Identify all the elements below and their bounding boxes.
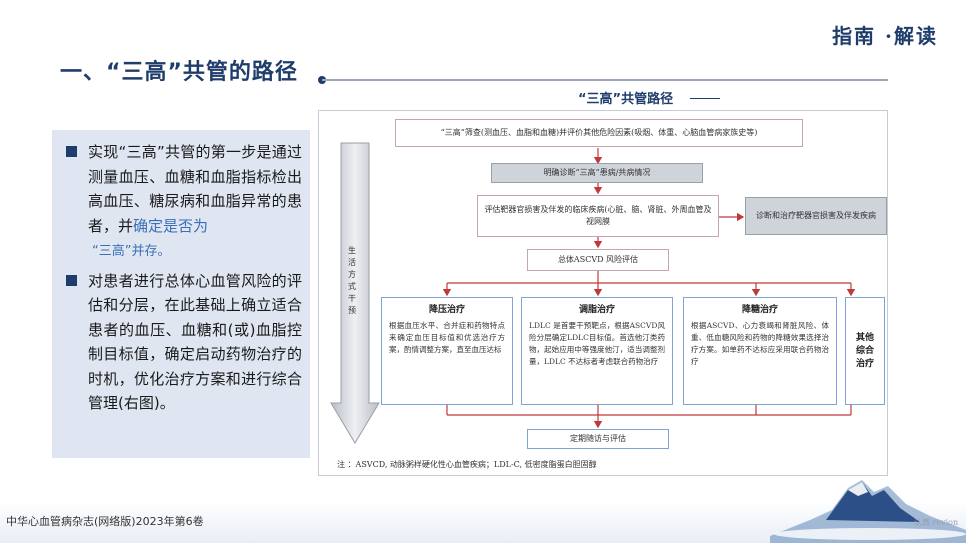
page-title: 一、“三高”共管的路径 — [60, 60, 298, 85]
flow-box-target-organ-treatment: 诊断和治疗靶器官损害及伴发疾病 — [745, 197, 887, 235]
title-divider — [322, 79, 888, 81]
treatment-box-glucose: 降糖治疗 根据ASCVD、心力衰竭和肾脏风险、体重、低血糖风险和药物的降糖效果选… — [683, 297, 837, 405]
treatment-lipid-body: LDLC 是首要干预靶点，根据ASCVD风险分层确定LDLC目标值。首选他汀类药… — [529, 321, 665, 366]
flow-box-target-organ: 评估靶器官损害及伴发的临床疾病(心脏、脑、肾脏、外周血管及视网膜 — [477, 195, 719, 237]
brand-label: 指南 ·解读 — [832, 24, 938, 48]
treatment-box-bp: 降压治疗 根据血压水平、合并症和药物特点来确定血压目标值和优选治疗方案，酌情调整… — [381, 297, 513, 405]
treatment-glucose-body: 根据ASCVD、心力衰竭和肾脏风险、体重、低血糖风险和药物的降糖效果选择治疗方案… — [691, 321, 829, 366]
bullet-1-highlight: 确定是否为 — [133, 216, 209, 235]
bullet-1-highlight-2: “三高”并存。 — [92, 244, 171, 259]
flowchart-title-line — [690, 98, 720, 99]
treatment-box-lipid: 调脂治疗 LDLC 是首要干预靶点，根据ASCVD风险分层确定LDLC目标值。首… — [521, 297, 673, 405]
flowchart-connectors — [330, 142, 856, 444]
mountain-logo — [770, 480, 966, 543]
lifestyle-intervention-label: 生活方式干预 — [348, 246, 356, 315]
treatment-other-title: 其他综合治疗 — [855, 332, 874, 369]
flowchart-image: “三高”筛查(测血压、血脂和血糖)并评价其他危险因素(吸烟、体重、心脑血管病家族… — [318, 110, 888, 476]
treatment-bp-title: 降压治疗 — [428, 305, 465, 315]
flowchart-footnote: 注 ：ASVCD, 动脉粥样硬化性心血管疾病；LDL-C, 低密度脂蛋白胆固醇 — [337, 460, 597, 469]
flow-box-diagnosis: 明确诊断“三高”患病/共病情况 — [491, 163, 703, 183]
flowchart-title: “三高”共管路径 — [578, 92, 674, 107]
treatment-lipid-title: 调脂治疗 — [578, 305, 615, 315]
bullet-1-text: 实现“三高”共管的第一步是通过测量血压、血糖和血脂指标检出高血压、糖尿病和血脂异… — [88, 143, 302, 235]
treatment-box-other: 其他综合治疗 — [845, 297, 885, 405]
left-text-panel: 实现“三高”共管的第一步是通过测量血压、血糖和血脂指标检出高血压、糖尿病和血脂异… — [52, 130, 310, 458]
bullet-2-text: 对患者进行总体心血管风险的评估和分层，在此基础上确立适合患者的血压、血糖和(或)… — [88, 271, 302, 413]
flow-box-risk-assessment: 总体ASCVD 风险评估 — [527, 249, 669, 271]
bullet-square-icon — [66, 146, 77, 157]
watermark-text: 认真 revion — [914, 518, 959, 527]
flow-box-followup: 定期随访与评估 — [527, 429, 669, 449]
bullet-item-2: 对患者进行总体心血管风险的评估和分层，在此基础上确立适合患者的血压、血糖和(或)… — [62, 269, 302, 416]
bullet-item-1: 实现“三高”共管的第一步是通过测量血压、血糖和血脂指标检出高血压、糖尿病和血脂异… — [62, 140, 302, 265]
treatment-glucose-title: 降糖治疗 — [741, 305, 778, 315]
bullet-square-icon — [66, 274, 77, 286]
treatment-bp-body: 根据血压水平、合并症和药物特点来确定血压目标值和优选治疗方案，酌情调整方案，直至… — [389, 321, 505, 354]
journal-label: 中华心血管病杂志(网络版)2023年第6卷 — [6, 515, 204, 528]
flow-box-screening: “三高”筛查(测血压、血脂和血糖)并评价其他危险因素(吸烟、体重、心脑血管病家族… — [395, 119, 803, 147]
